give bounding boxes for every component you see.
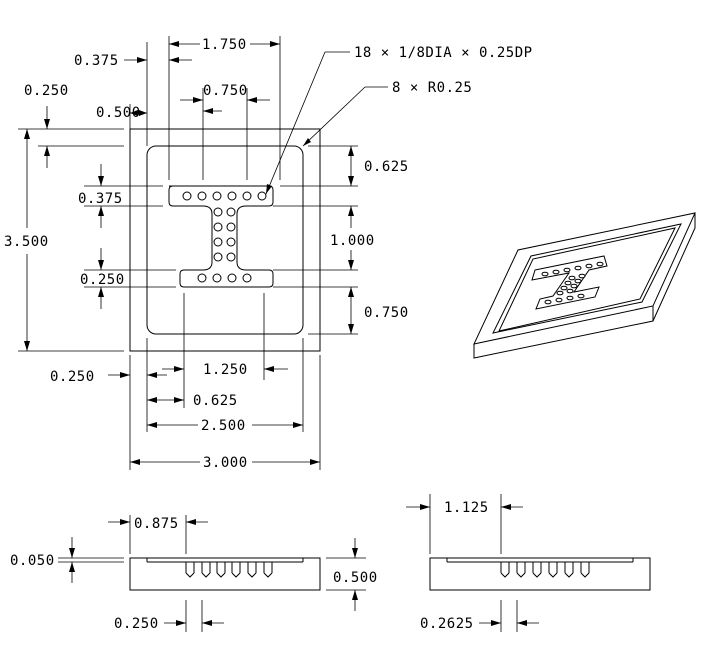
dim-0750-right: 0.750 — [364, 305, 409, 321]
iso-hole — [560, 285, 568, 291]
extension-lines — [18, 36, 358, 470]
hole — [228, 274, 236, 282]
hole — [214, 223, 222, 231]
i-beam-cutout — [169, 186, 273, 287]
hole — [258, 192, 266, 200]
dim-0625-bottom: 0.625 — [193, 393, 238, 409]
dim-2500: 2.500 — [201, 418, 246, 434]
hole — [243, 192, 251, 200]
dim-0050: 0.050 — [10, 553, 55, 569]
side-view-left — [58, 515, 366, 632]
hole-tip — [202, 573, 210, 577]
dim-3000: 3.000 — [203, 455, 248, 471]
iso-hole — [563, 267, 571, 273]
hole-tip — [248, 573, 256, 577]
hole-pattern — [183, 192, 266, 282]
iso-hole — [556, 290, 564, 296]
hole-tip — [264, 573, 272, 577]
iso-hole — [596, 261, 604, 267]
dim-0375-mid: 0.375 — [78, 191, 123, 207]
dimension-lines — [24, 41, 354, 465]
iso-hole — [566, 288, 574, 294]
dim-0250-bottom: 0.250 — [50, 369, 95, 385]
dim-0375-top: 0.375 — [74, 53, 119, 69]
hole — [183, 192, 191, 200]
dim-1750: 1.750 — [202, 37, 247, 53]
hole — [213, 274, 221, 282]
hole-tip — [565, 573, 573, 577]
hole-tip — [549, 573, 557, 577]
dim-0250-mid: 0.250 — [80, 272, 125, 288]
hole — [227, 238, 235, 246]
dim-0750-top: 0.750 — [203, 83, 248, 99]
iso-hole — [566, 295, 574, 301]
dim-0250-side: 0.250 — [114, 616, 159, 632]
dim-0625-right: 0.625 — [364, 159, 409, 175]
hole-tip — [581, 573, 589, 577]
hole-tip — [533, 573, 541, 577]
dim-0500-left: 0.500 — [96, 105, 141, 121]
hole-tip — [517, 573, 525, 577]
iso-hole — [574, 278, 582, 284]
iso-hole — [555, 297, 563, 303]
iso-hole — [577, 293, 585, 299]
hole — [198, 274, 206, 282]
hole — [227, 208, 235, 216]
hole-tip — [232, 573, 240, 577]
hole-tip — [186, 573, 194, 577]
top-view — [130, 129, 320, 351]
isometric-view — [474, 213, 695, 358]
iso-hole — [544, 299, 552, 305]
dim-0500-side: 0.500 — [333, 570, 378, 586]
dim-0250-left: 0.250 — [24, 83, 69, 99]
callout-radius: 8 × R0.25 — [392, 80, 472, 96]
pocket-outline — [147, 146, 303, 334]
dim-1000-right: 1.000 — [330, 233, 375, 249]
hole — [214, 208, 222, 216]
iso-hole — [552, 269, 560, 275]
hole — [213, 192, 221, 200]
iso-hole — [541, 271, 549, 277]
hole — [228, 192, 236, 200]
dim-3500: 3.500 — [4, 234, 49, 250]
hole-tip — [217, 573, 225, 577]
iso-hole — [585, 263, 593, 269]
hole — [198, 192, 206, 200]
hole — [243, 274, 251, 282]
dim-0875: 0.875 — [134, 516, 179, 532]
hole — [227, 223, 235, 231]
hole — [227, 253, 235, 261]
iso-hole — [574, 265, 582, 271]
leader-lines — [266, 52, 388, 194]
callout-holes: 18 × 1/8DIA × 0.25DP — [354, 45, 533, 61]
iso-hole — [568, 275, 576, 281]
iso-hole — [570, 283, 578, 289]
iso-hole — [578, 273, 586, 279]
iso-hole — [564, 280, 572, 286]
hole-tip — [501, 573, 509, 577]
hole — [214, 238, 222, 246]
hole — [214, 253, 222, 261]
side-view-right — [406, 494, 650, 632]
dim-1125: 1.125 — [444, 500, 489, 516]
dim-02625: 0.2625 — [420, 616, 474, 632]
plate-outline — [130, 129, 320, 351]
dim-1250: 1.250 — [203, 362, 248, 378]
